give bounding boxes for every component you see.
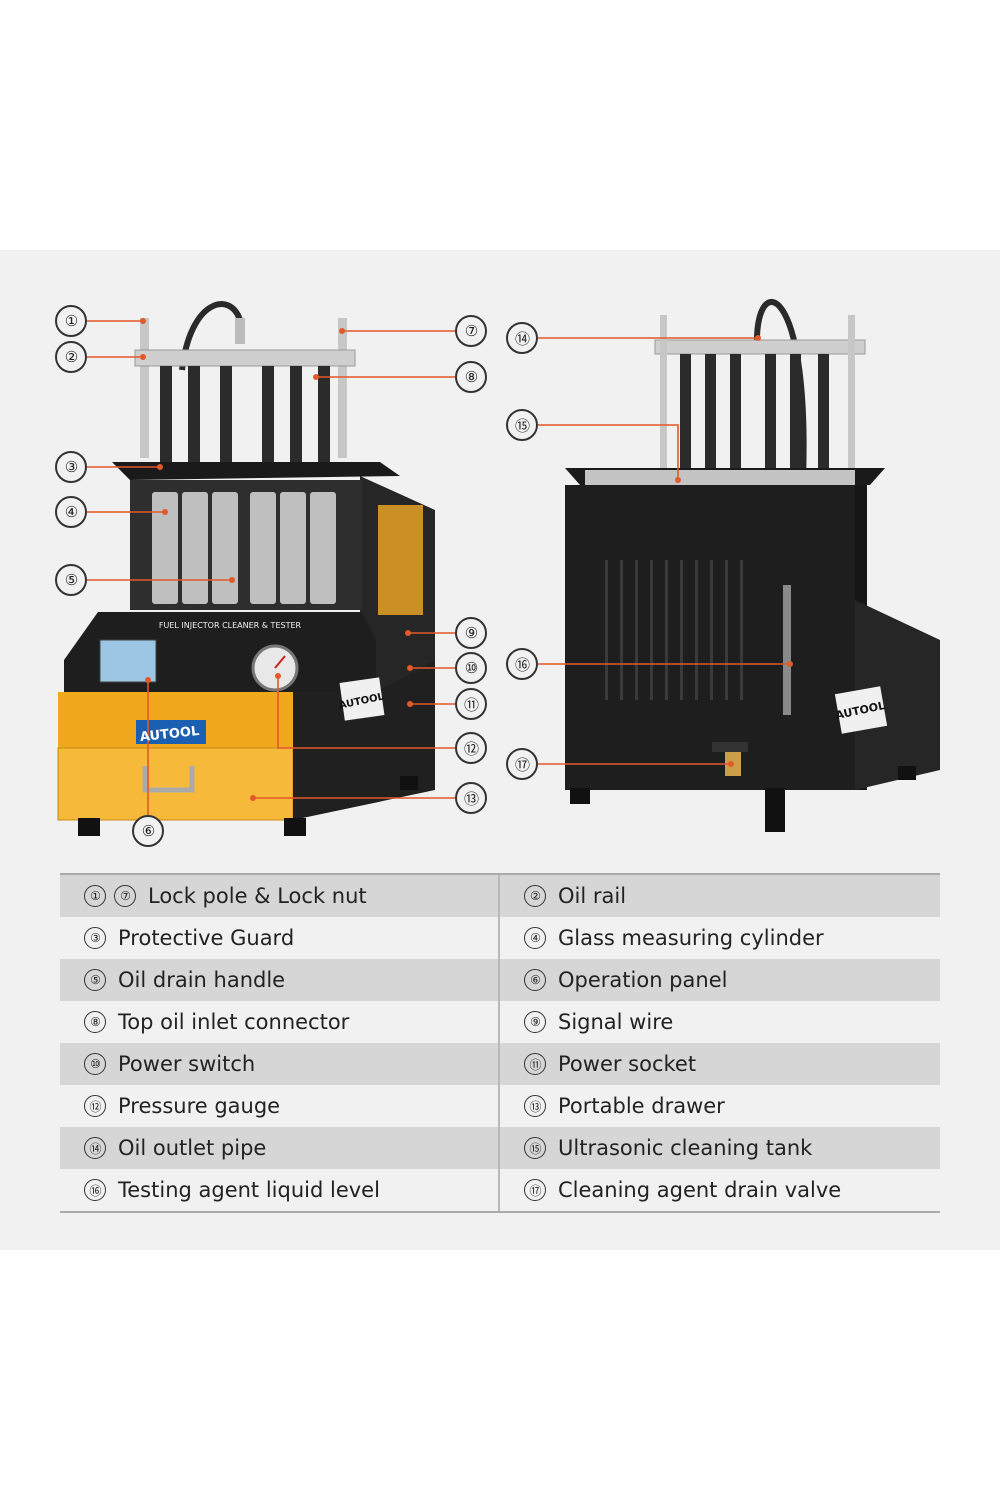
legend-number: ③: [84, 927, 106, 949]
legend-cell-right: ⑰ Cleaning agent drain valve: [500, 1169, 940, 1211]
legend-number: ⑥: [524, 969, 546, 991]
callout-8: ⑧: [455, 361, 487, 393]
legend-label: Protective Guard: [118, 926, 295, 950]
legend-cell-right: ⑨ Signal wire: [500, 1001, 940, 1043]
callout-17: ⑰: [506, 748, 538, 780]
legend-cell-left: ⑧ Top oil inlet connector: [60, 1001, 500, 1043]
legend-number: ⑤: [84, 969, 106, 991]
legend-label: Oil drain handle: [118, 968, 286, 992]
callout-12: ⑫: [455, 732, 487, 764]
legend-label: Top oil inlet connector: [118, 1010, 350, 1034]
legend-number: ⑯: [84, 1179, 106, 1201]
callout-3: ③: [55, 451, 87, 483]
callout-1: ①: [55, 305, 87, 337]
rear-machine: [565, 299, 940, 832]
legend-label: Cleaning agent drain valve: [558, 1178, 842, 1202]
legend-label: Portable drawer: [558, 1094, 725, 1118]
legend-number: ⑮: [524, 1137, 546, 1159]
legend-row: ⑭ Oil outlet pipe ⑮ Ultrasonic cleaning tan…: [60, 1127, 940, 1169]
legend-number: ②: [524, 885, 546, 907]
legend-row: ③ Protective Guard ④ Glass measuring cylind…: [60, 917, 940, 959]
legend-cell-right: ⑬ Portable drawer: [500, 1085, 940, 1127]
panel-title: FUEL INJECTOR CLEANER & TESTER: [159, 621, 302, 630]
legend-cell-right: ⑮ Ultrasonic cleaning tank: [500, 1127, 940, 1169]
callout-9: ⑨: [455, 617, 487, 649]
legend-number: ⑩: [84, 1053, 106, 1075]
legend-cell-right: ⑪ Power socket: [500, 1043, 940, 1085]
legend-cell-right: ② Oil rail: [500, 875, 940, 917]
legend-cell-left: ⑭ Oil outlet pipe: [60, 1127, 500, 1169]
legend-number: ①: [84, 885, 106, 907]
legend-row: ⑤ Oil drain handle ⑥ Operation panel: [60, 959, 940, 1001]
legend-cell-left: ③ Protective Guard: [60, 917, 500, 959]
legend-label: Oil outlet pipe: [118, 1136, 267, 1160]
callout-6: ⑥: [132, 815, 164, 847]
legend-cell-right: ⑥ Operation panel: [500, 959, 940, 1001]
callout-14: ⑭: [506, 322, 538, 354]
callout-13: ⑬: [455, 782, 487, 814]
legend-number: ⑨: [524, 1011, 546, 1033]
callout-7: ⑦: [455, 315, 487, 347]
legend-cell-left: ⑤ Oil drain handle: [60, 959, 500, 1001]
callout-11: ⑪: [455, 688, 487, 720]
product-illustration: AUTOOL AUTOOL AUTOOL FUEL INJECTOR CLEAN…: [57, 299, 940, 836]
legend-label: Pressure gauge: [118, 1094, 281, 1118]
legend-number: ⑪: [524, 1053, 546, 1075]
legend-cell-right: ④ Glass measuring cylinder: [500, 917, 940, 959]
legend-label: Oil rail: [558, 884, 627, 908]
legend-row: ⑯ Testing agent liquid level ⑰ Cleaning age…: [60, 1169, 940, 1211]
legend-label: Lock pole & Lock nut: [148, 884, 367, 908]
callout-5: ⑤: [55, 564, 87, 596]
callout-10: ⑩: [455, 652, 487, 684]
callout-4: ④: [55, 496, 87, 528]
legend-row: ⑫ Pressure gauge ⑬ Portable drawer: [60, 1085, 940, 1127]
legend-number: ⑭: [84, 1137, 106, 1159]
legend-number: ⑫: [84, 1095, 106, 1117]
legend-number: ④: [524, 927, 546, 949]
legend-label: Testing agent liquid level: [118, 1178, 380, 1202]
legend-label: Power switch: [118, 1052, 256, 1076]
legend-number: ⑰: [524, 1179, 546, 1201]
legend-cell-left: ⑫ Pressure gauge: [60, 1085, 500, 1127]
legend-label: Operation panel: [558, 968, 728, 992]
legend-cell-left: ⑩ Power switch: [60, 1043, 500, 1085]
callout-2: ②: [55, 341, 87, 373]
legend-label: Power socket: [558, 1052, 697, 1076]
legend-number: ⑬: [524, 1095, 546, 1117]
brand-logo-front: AUTOOL: [139, 724, 200, 745]
callout-16: ⑯: [506, 648, 538, 680]
legend-label: Glass measuring cylinder: [558, 926, 824, 950]
legend-cell-left: ⑯ Testing agent liquid level: [60, 1169, 500, 1211]
legend-label: Ultrasonic cleaning tank: [558, 1136, 813, 1160]
legend-row: ⑧ Top oil inlet connector ⑨ Signal wire: [60, 1001, 940, 1043]
legend-row: ⑩ Power switch ⑪ Power socket: [60, 1043, 940, 1085]
front-machine: [57, 301, 435, 836]
legend-number: ⑦: [114, 885, 136, 907]
legend-label: Signal wire: [558, 1010, 674, 1034]
callout-15: ⑮: [506, 409, 538, 441]
leader-lines: [87, 320, 790, 815]
legend-number: ⑧: [84, 1011, 106, 1033]
